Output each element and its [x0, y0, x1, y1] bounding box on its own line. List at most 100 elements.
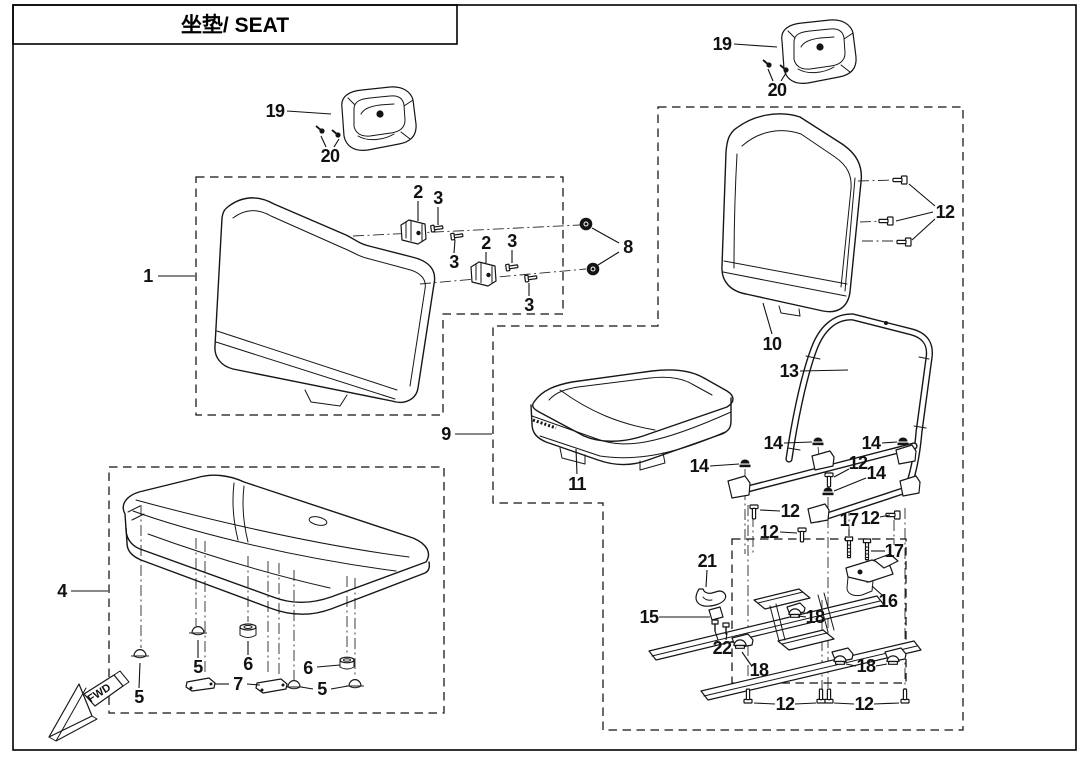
seat-base-hardware — [130, 623, 365, 694]
part-label-18: 18 — [806, 607, 825, 627]
group-box-backrest-assy — [195, 176, 564, 416]
part-label-14: 14 — [690, 456, 709, 476]
part-label-16: 16 — [879, 591, 898, 611]
screw-12i — [816, 688, 826, 704]
part-label-14: 14 — [862, 433, 881, 453]
part-label-15: 15 — [640, 607, 659, 627]
part-label-17: 17 — [840, 510, 859, 530]
part-label-19: 19 — [266, 101, 285, 121]
headrest-screw-20a — [315, 125, 326, 135]
part-label-12: 12 — [776, 694, 795, 714]
part-label-3: 3 — [449, 252, 459, 272]
part-headrest-right-19 — [762, 19, 857, 84]
part-label-5: 5 — [317, 679, 327, 699]
part-label-20: 20 — [321, 146, 340, 166]
part-label-21: 21 — [698, 551, 717, 571]
title-box — [12, 4, 458, 45]
part-label-22: 22 — [713, 638, 732, 658]
headrest-screw-20c — [762, 59, 773, 69]
screw-12e — [892, 175, 908, 185]
screw-17a — [844, 536, 854, 559]
cap-5b — [188, 625, 208, 636]
group-box-seat-base — [108, 466, 445, 714]
part-label-5: 5 — [134, 687, 144, 707]
screw-3c — [505, 262, 519, 272]
nut-18d — [886, 655, 900, 665]
part-seat-base-4 — [122, 474, 431, 615]
part-label-12: 12 — [849, 453, 868, 473]
plate-7a — [185, 677, 216, 692]
nut-18c — [833, 655, 847, 665]
part-label-4: 4 — [57, 581, 67, 601]
part-label-12: 12 — [781, 501, 800, 521]
leader-lines — [71, 43, 936, 705]
hinge-bracket-2a — [400, 219, 427, 245]
part-label-17: 17 — [885, 541, 904, 561]
part-backrest-cushion-1 — [214, 197, 436, 407]
part-label-18: 18 — [750, 660, 769, 680]
screw-12c — [797, 527, 807, 543]
screws-22 — [711, 619, 730, 635]
part-label-3: 3 — [507, 231, 517, 251]
nut-6b — [339, 656, 355, 670]
nut-14d — [822, 487, 834, 496]
part-label-2: 2 — [413, 182, 423, 202]
part-backrest-cushion-10 — [721, 113, 863, 317]
cap-5c — [284, 679, 304, 690]
page-border — [12, 4, 1077, 751]
fwd-direction-arrow: FWD — [48, 670, 130, 742]
cap-8b — [586, 262, 600, 276]
screw-3a — [430, 223, 444, 233]
screw-12j — [824, 688, 834, 704]
part-headrest-left-19 — [315, 86, 417, 151]
group-box-right-assy — [492, 106, 964, 731]
screw-12b — [749, 504, 759, 520]
plate-7b — [255, 678, 288, 694]
part-label-11: 11 — [568, 474, 586, 494]
part-label-10: 10 — [763, 334, 782, 354]
screw-12a — [824, 472, 834, 488]
part-seat-cushion-11 — [530, 369, 734, 471]
part-label-14: 14 — [867, 463, 886, 483]
part-label-14: 14 — [764, 433, 783, 453]
headrest-screw-20b — [331, 129, 342, 139]
rail-end-bracket-15 — [708, 606, 724, 621]
nut-6a — [239, 623, 257, 638]
frame-hardware — [739, 175, 912, 561]
part-hinge-brackets-and-screws — [400, 217, 600, 287]
part-label-12: 12 — [760, 522, 779, 542]
part-seat-frame-13 — [727, 313, 934, 524]
part-label-19: 19 — [713, 34, 732, 54]
assembly-group-boxes — [108, 106, 964, 731]
cap-5a — [130, 648, 150, 659]
part-label-6: 6 — [243, 654, 253, 674]
part-label-3: 3 — [524, 295, 534, 315]
part-label-7: 7 — [233, 674, 243, 694]
part-label-20: 20 — [768, 80, 787, 100]
screw-12k — [900, 688, 910, 704]
group-box-rail-assy — [731, 538, 907, 684]
screw-3d — [524, 273, 538, 283]
nut-14c — [739, 459, 751, 468]
hinge-bracket-2b — [470, 261, 497, 287]
part-label-12: 12 — [855, 694, 874, 714]
part-label-1: 1 — [143, 266, 153, 286]
latch-16 — [845, 553, 899, 597]
part-label-12: 12 — [861, 508, 880, 528]
part-label-6: 6 — [303, 658, 313, 678]
page-title: 坐垫/ SEAT — [181, 13, 289, 37]
nut-14b — [897, 437, 909, 446]
part-label-5: 5 — [193, 657, 203, 677]
hook-handle-21 — [695, 588, 727, 607]
screw-12g — [896, 237, 912, 247]
part-label-13: 13 — [780, 361, 799, 381]
cap-5d — [345, 678, 365, 689]
part-label-9: 9 — [441, 424, 451, 444]
part-label-2: 2 — [481, 233, 491, 253]
part-label-18: 18 — [857, 656, 876, 676]
screw-12f — [878, 216, 894, 226]
nut-14a — [812, 437, 824, 446]
